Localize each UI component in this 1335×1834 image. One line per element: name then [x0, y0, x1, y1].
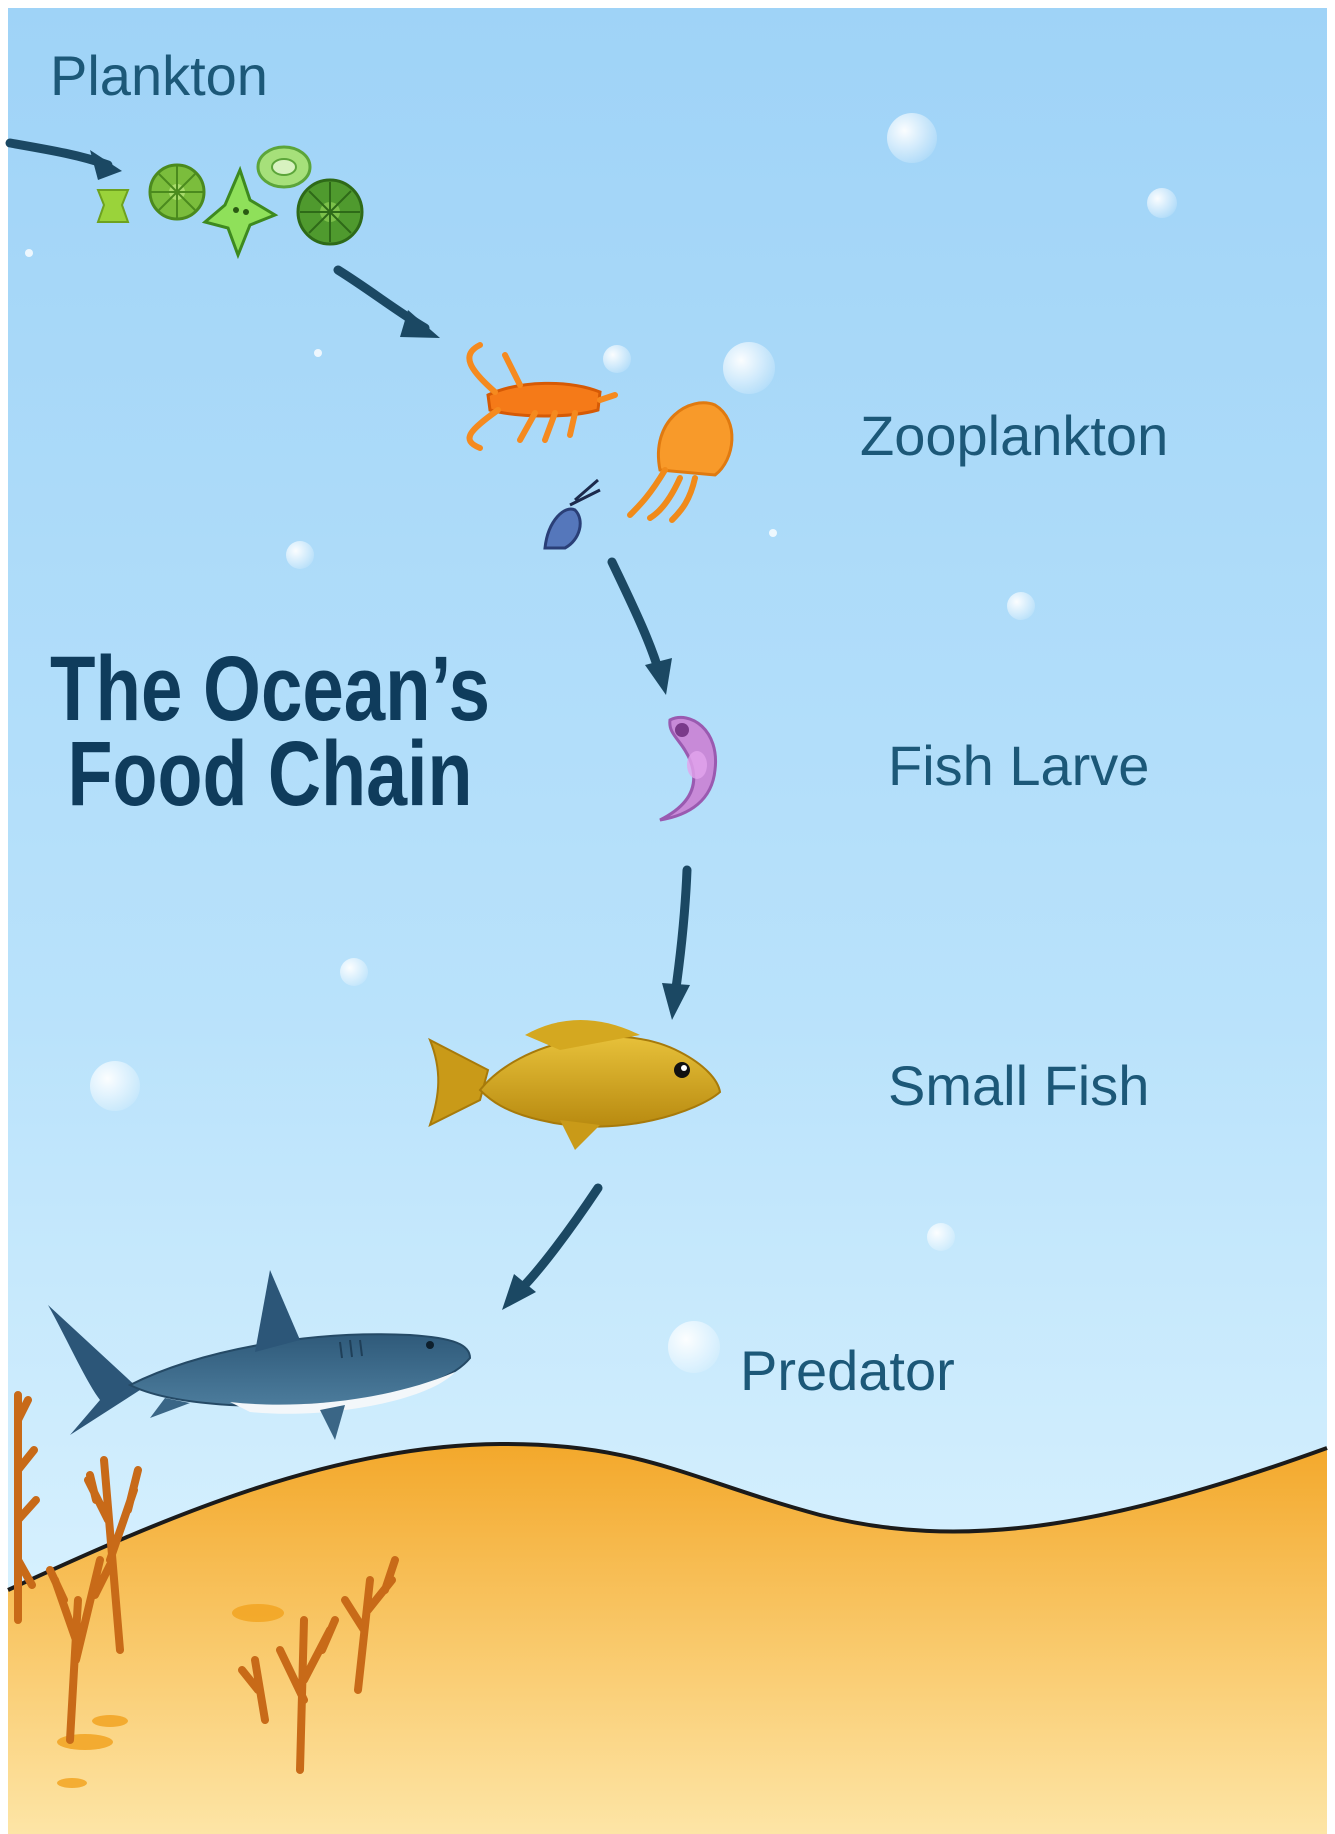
bubble [723, 342, 775, 394]
label-predator: Predator [740, 1339, 955, 1402]
bubble [25, 249, 33, 257]
bubble [668, 1321, 720, 1373]
label-fish-larvae: Fish Larve [888, 734, 1149, 797]
radial-diatom-icon [150, 165, 204, 219]
larva-eye-icon [675, 723, 689, 737]
bubble [314, 349, 322, 357]
bubble [927, 1223, 955, 1251]
oval-diatom-icon [258, 147, 310, 187]
label-small-fish: Small Fish [888, 1054, 1149, 1117]
bubble [603, 345, 631, 373]
bubble [887, 113, 937, 163]
bubble [340, 958, 368, 986]
bubble [1147, 188, 1177, 218]
bubble [90, 1061, 140, 1111]
diagram-title: The Ocean’s Food Chain [50, 638, 490, 825]
title-line-2: Food Chain [68, 723, 473, 825]
label-plankton: Plankton [50, 44, 268, 107]
round-diatom-icon [298, 180, 362, 244]
bubble [1007, 592, 1035, 620]
bubble [286, 541, 314, 569]
shark-eye-icon [426, 1341, 434, 1349]
bubble [769, 529, 777, 537]
label-zooplankton: Zooplankton [860, 404, 1168, 467]
